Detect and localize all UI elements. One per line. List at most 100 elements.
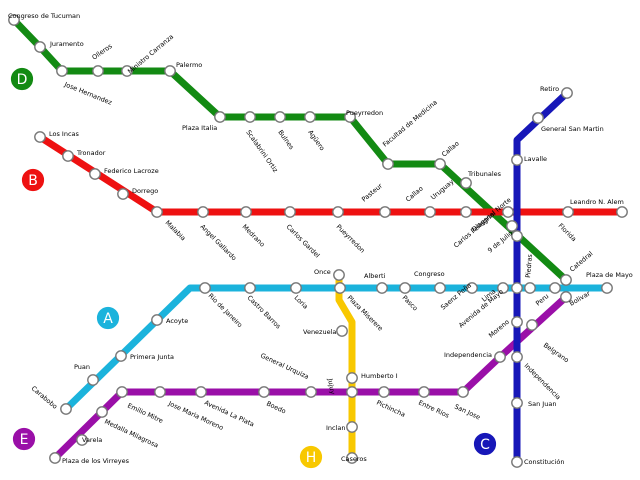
station-label-callao: Callao	[404, 184, 425, 203]
station-marker-independencia[interactable]	[511, 351, 523, 363]
station-marker-tronador[interactable]	[62, 150, 74, 162]
station-marker-jujuy[interactable]	[346, 386, 358, 398]
station-marker-catedral[interactable]	[560, 274, 572, 286]
station-marker-pueyrredon[interactable]	[332, 206, 344, 218]
station-marker-scalabrini-ortiz[interactable]	[244, 111, 256, 123]
station-marker-puan[interactable]	[87, 374, 99, 386]
station-label-inclan: Inclan	[326, 424, 346, 432]
station-label-primera-junta: Primera Junta	[130, 353, 174, 361]
station-marker-callao[interactable]	[434, 158, 446, 170]
line-e-badge-label: E	[20, 432, 29, 448]
station-marker-independencia[interactable]	[494, 351, 506, 363]
line-e-badge-circle	[11, 426, 37, 452]
station-marker-diagonal-norte[interactable]	[511, 230, 523, 242]
station-marker-piedras[interactable]	[524, 282, 536, 294]
station-marker-pichincha[interactable]	[378, 386, 390, 398]
station-marker-angel-gallardo[interactable]	[197, 206, 209, 218]
station-marker-humberto-i[interactable]	[346, 372, 358, 384]
station-marker-aguero[interactable]	[304, 111, 316, 123]
station-marker-jose-maria-moreno[interactable]	[154, 386, 166, 398]
station-marker-loria[interactable]	[290, 282, 302, 294]
station-marker-facultad-de-medicina[interactable]	[382, 158, 394, 170]
station-label-belgrano: Belgrano	[542, 341, 570, 364]
station-marker-pueyrredon[interactable]	[344, 111, 356, 123]
line-a-badge: A	[95, 305, 121, 331]
station-marker-lima[interactable]	[497, 282, 509, 294]
station-marker-boedo[interactable]	[258, 386, 270, 398]
station-marker-constitucion[interactable]	[511, 456, 523, 468]
station-marker-tribunales[interactable]	[460, 177, 472, 189]
station-label-once: Once	[314, 268, 331, 276]
station-marker-plaza-miserere[interactable]	[334, 282, 346, 294]
station-marker-palermo[interactable]	[164, 65, 176, 77]
station-marker-pasteur[interactable]	[379, 206, 391, 218]
station-marker-dorrego[interactable]	[117, 188, 129, 200]
station-marker-moreno[interactable]	[511, 316, 523, 328]
station-marker-callao[interactable]	[424, 206, 436, 218]
station-marker-once[interactable]	[333, 269, 345, 281]
station-marker-inclan[interactable]	[346, 421, 358, 433]
station-marker-carlos-gardel[interactable]	[284, 206, 296, 218]
station-marker-medalla-milagrosa[interactable]	[96, 406, 108, 418]
station-label-moreno: Moreno	[487, 318, 511, 340]
station-marker-medrano[interactable]	[240, 206, 252, 218]
station-marker-emilio-mitre[interactable]	[116, 386, 128, 398]
station-marker-federico-lacroze[interactable]	[89, 168, 101, 180]
station-marker-general-san-martin[interactable]	[532, 112, 544, 124]
station-marker-venezuela[interactable]	[336, 325, 348, 337]
station-marker-pasco[interactable]	[399, 282, 411, 294]
station-marker-jose-hernandez[interactable]	[56, 65, 68, 77]
station-marker-los-incas[interactable]	[34, 131, 46, 143]
station-marker-avenida-la-plata[interactable]	[195, 386, 207, 398]
line-c-badge-circle	[472, 431, 498, 457]
station-marker-9-de-julio[interactable]	[506, 220, 518, 232]
station-marker-leandro-n-alem[interactable]	[616, 206, 628, 218]
station-marker-plaza-de-mayo[interactable]	[601, 282, 613, 294]
line-d-badge-circle	[9, 66, 35, 92]
station-label-federico-lacroze: Federico Lacroze	[104, 167, 159, 175]
station-label-florida: Florida	[557, 222, 578, 243]
station-marker-avenida-de-mayo[interactable]	[511, 282, 523, 294]
station-label-venezuela: Venezuela	[303, 328, 336, 336]
station-label-9-de-julio: 9 de Julio	[486, 229, 514, 254]
station-marker-retiro[interactable]	[561, 87, 573, 99]
station-marker-san-juan[interactable]	[511, 397, 523, 409]
station-marker-saenz-pena[interactable]	[466, 282, 478, 294]
station-marker-malabia[interactable]	[151, 206, 163, 218]
station-marker-entre-rios[interactable]	[418, 386, 430, 398]
station-label-tribunales: Tribunales	[467, 170, 502, 178]
station-label-piedras: Piedras	[524, 253, 534, 278]
station-marker-castro-barros[interactable]	[244, 282, 256, 294]
station-marker-plaza-italia[interactable]	[214, 111, 226, 123]
station-marker-primera-junta[interactable]	[115, 350, 127, 362]
station-marker-juramento[interactable]	[34, 41, 46, 53]
station-marker-belgrano[interactable]	[526, 319, 538, 331]
station-marker-alberti[interactable]	[376, 282, 388, 294]
station-marker-rio-de-janeiro[interactable]	[199, 282, 211, 294]
station-marker-caseros[interactable]	[346, 452, 358, 464]
station-label-jose-hernandez: Jose Hernandez	[62, 80, 113, 107]
station-marker-lavalle[interactable]	[511, 154, 523, 166]
station-marker-peru[interactable]	[549, 282, 561, 294]
station-marker-varela[interactable]	[76, 434, 88, 446]
station-marker-congreso[interactable]	[434, 282, 446, 294]
station-marker-san-jose[interactable]	[457, 386, 469, 398]
station-marker-uruguay[interactable]	[460, 206, 472, 218]
station-label-congreso-de-tucuman: Congreso de Tucuman	[8, 12, 80, 20]
station-label-malabia: Malabia	[164, 219, 188, 243]
station-marker-congreso-de-tucuman[interactable]	[8, 14, 20, 26]
station-marker-ministro-carranza[interactable]	[121, 65, 133, 77]
station-marker-florida[interactable]	[562, 206, 574, 218]
station-marker-bulnes[interactable]	[274, 111, 286, 123]
station-marker-plaza-de-los-virreyes[interactable]	[49, 452, 61, 464]
station-marker-carabobo[interactable]	[60, 403, 72, 415]
station-label-alberti: Alberti	[364, 272, 386, 280]
station-marker-acoyte[interactable]	[151, 314, 163, 326]
station-marker-general-urquiza[interactable]	[305, 386, 317, 398]
station-label-medrano: Medrano	[241, 223, 267, 249]
station-marker-carlos-pellegrini[interactable]	[502, 206, 514, 218]
line-c-badge-label: C	[480, 437, 490, 453]
station-marker-olleros[interactable]	[92, 65, 104, 77]
station-marker-bolivar[interactable]	[560, 291, 572, 303]
